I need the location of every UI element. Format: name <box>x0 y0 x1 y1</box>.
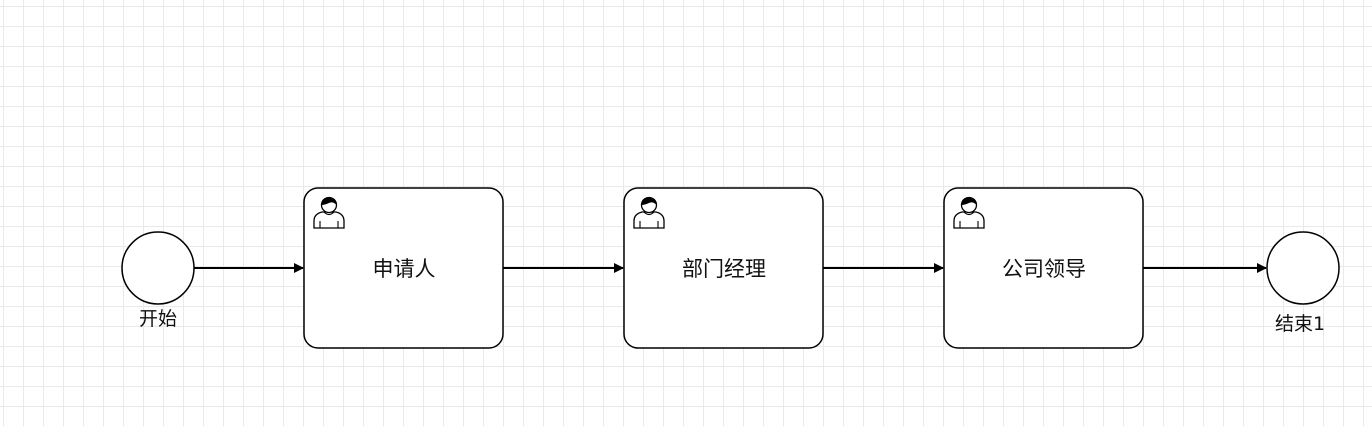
task-label: 部门经理 <box>682 257 766 281</box>
task-label: 公司领导 <box>1002 257 1086 281</box>
user-task-applicant[interactable]: 申请人 <box>303 187 504 349</box>
user-task-company-leader[interactable]: 公司领导 <box>943 187 1144 349</box>
start-event-label: 开始 <box>139 308 177 330</box>
task-label: 申请人 <box>373 257 436 281</box>
end-event[interactable] <box>1266 231 1340 305</box>
end-event-label: 结束1 <box>1275 313 1325 335</box>
start-event[interactable] <box>121 231 195 305</box>
user-task-department-manager[interactable]: 部门经理 <box>623 187 824 349</box>
